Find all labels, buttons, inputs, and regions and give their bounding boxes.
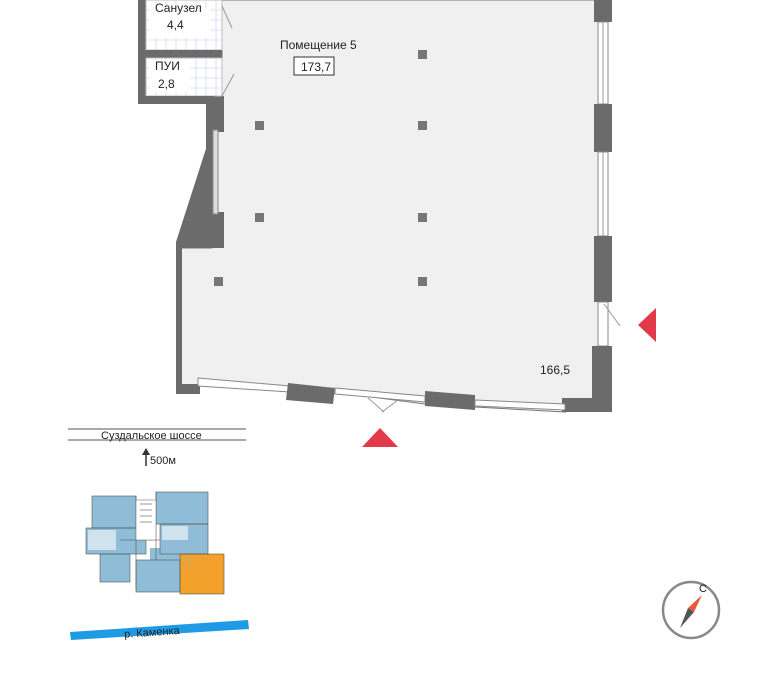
left-wall — [176, 90, 222, 392]
river — [70, 620, 249, 640]
entrance-arrow-right — [638, 308, 656, 342]
right-wall-segment — [594, 104, 612, 152]
entrance-arrow-bottom — [362, 428, 398, 447]
columns — [214, 50, 427, 286]
main-room-name: Помещение 5 — [280, 38, 357, 52]
main-room-area-box — [293, 56, 335, 76]
utility-wall — [138, 96, 214, 104]
bottom-wall-segment — [425, 391, 475, 410]
bottom-wall-segment — [286, 383, 335, 404]
right-wall-segment — [592, 346, 612, 410]
compass-needle-south — [680, 608, 694, 628]
main-room-floor[interactable] — [177, 0, 611, 413]
bathroom-wall — [138, 0, 146, 104]
utility-name: ПУИ — [155, 59, 180, 73]
compass-letter: С — [699, 583, 707, 595]
right-door-opening[interactable] — [597, 301, 609, 347]
bathroom-name: Санузел — [155, 1, 202, 15]
right-wall-segment — [594, 236, 612, 302]
left-wall-segment — [176, 242, 216, 248]
bathroom-area: 4,4 — [167, 18, 184, 32]
compass-needle-north — [688, 595, 702, 612]
left-wall-segment — [212, 129, 219, 215]
right-wall-corner — [562, 398, 612, 412]
north-arrow-head — [142, 448, 150, 455]
main-room-area: 173,7 — [301, 60, 331, 74]
level-mark: 166,5 — [540, 363, 570, 377]
left-wall-segment — [210, 212, 224, 248]
bottom-window — [474, 399, 566, 411]
right-wall-segment — [594, 0, 612, 22]
left-wall-segment — [210, 96, 224, 132]
key-plan — [82, 491, 228, 595]
street-name: Суздальское шоссе — [101, 430, 202, 442]
river-name: р. Каменка — [124, 625, 181, 641]
left-wall-corner — [176, 384, 200, 394]
left-wall-segment — [176, 242, 182, 392]
compass: С — [661, 580, 721, 640]
bathroom-door-swing — [221, 5, 233, 29]
room-divider-wall — [146, 50, 222, 58]
utility-door-swing — [221, 73, 235, 97]
street-distance: 500м — [150, 455, 176, 467]
utility-area: 2,8 — [158, 77, 175, 91]
